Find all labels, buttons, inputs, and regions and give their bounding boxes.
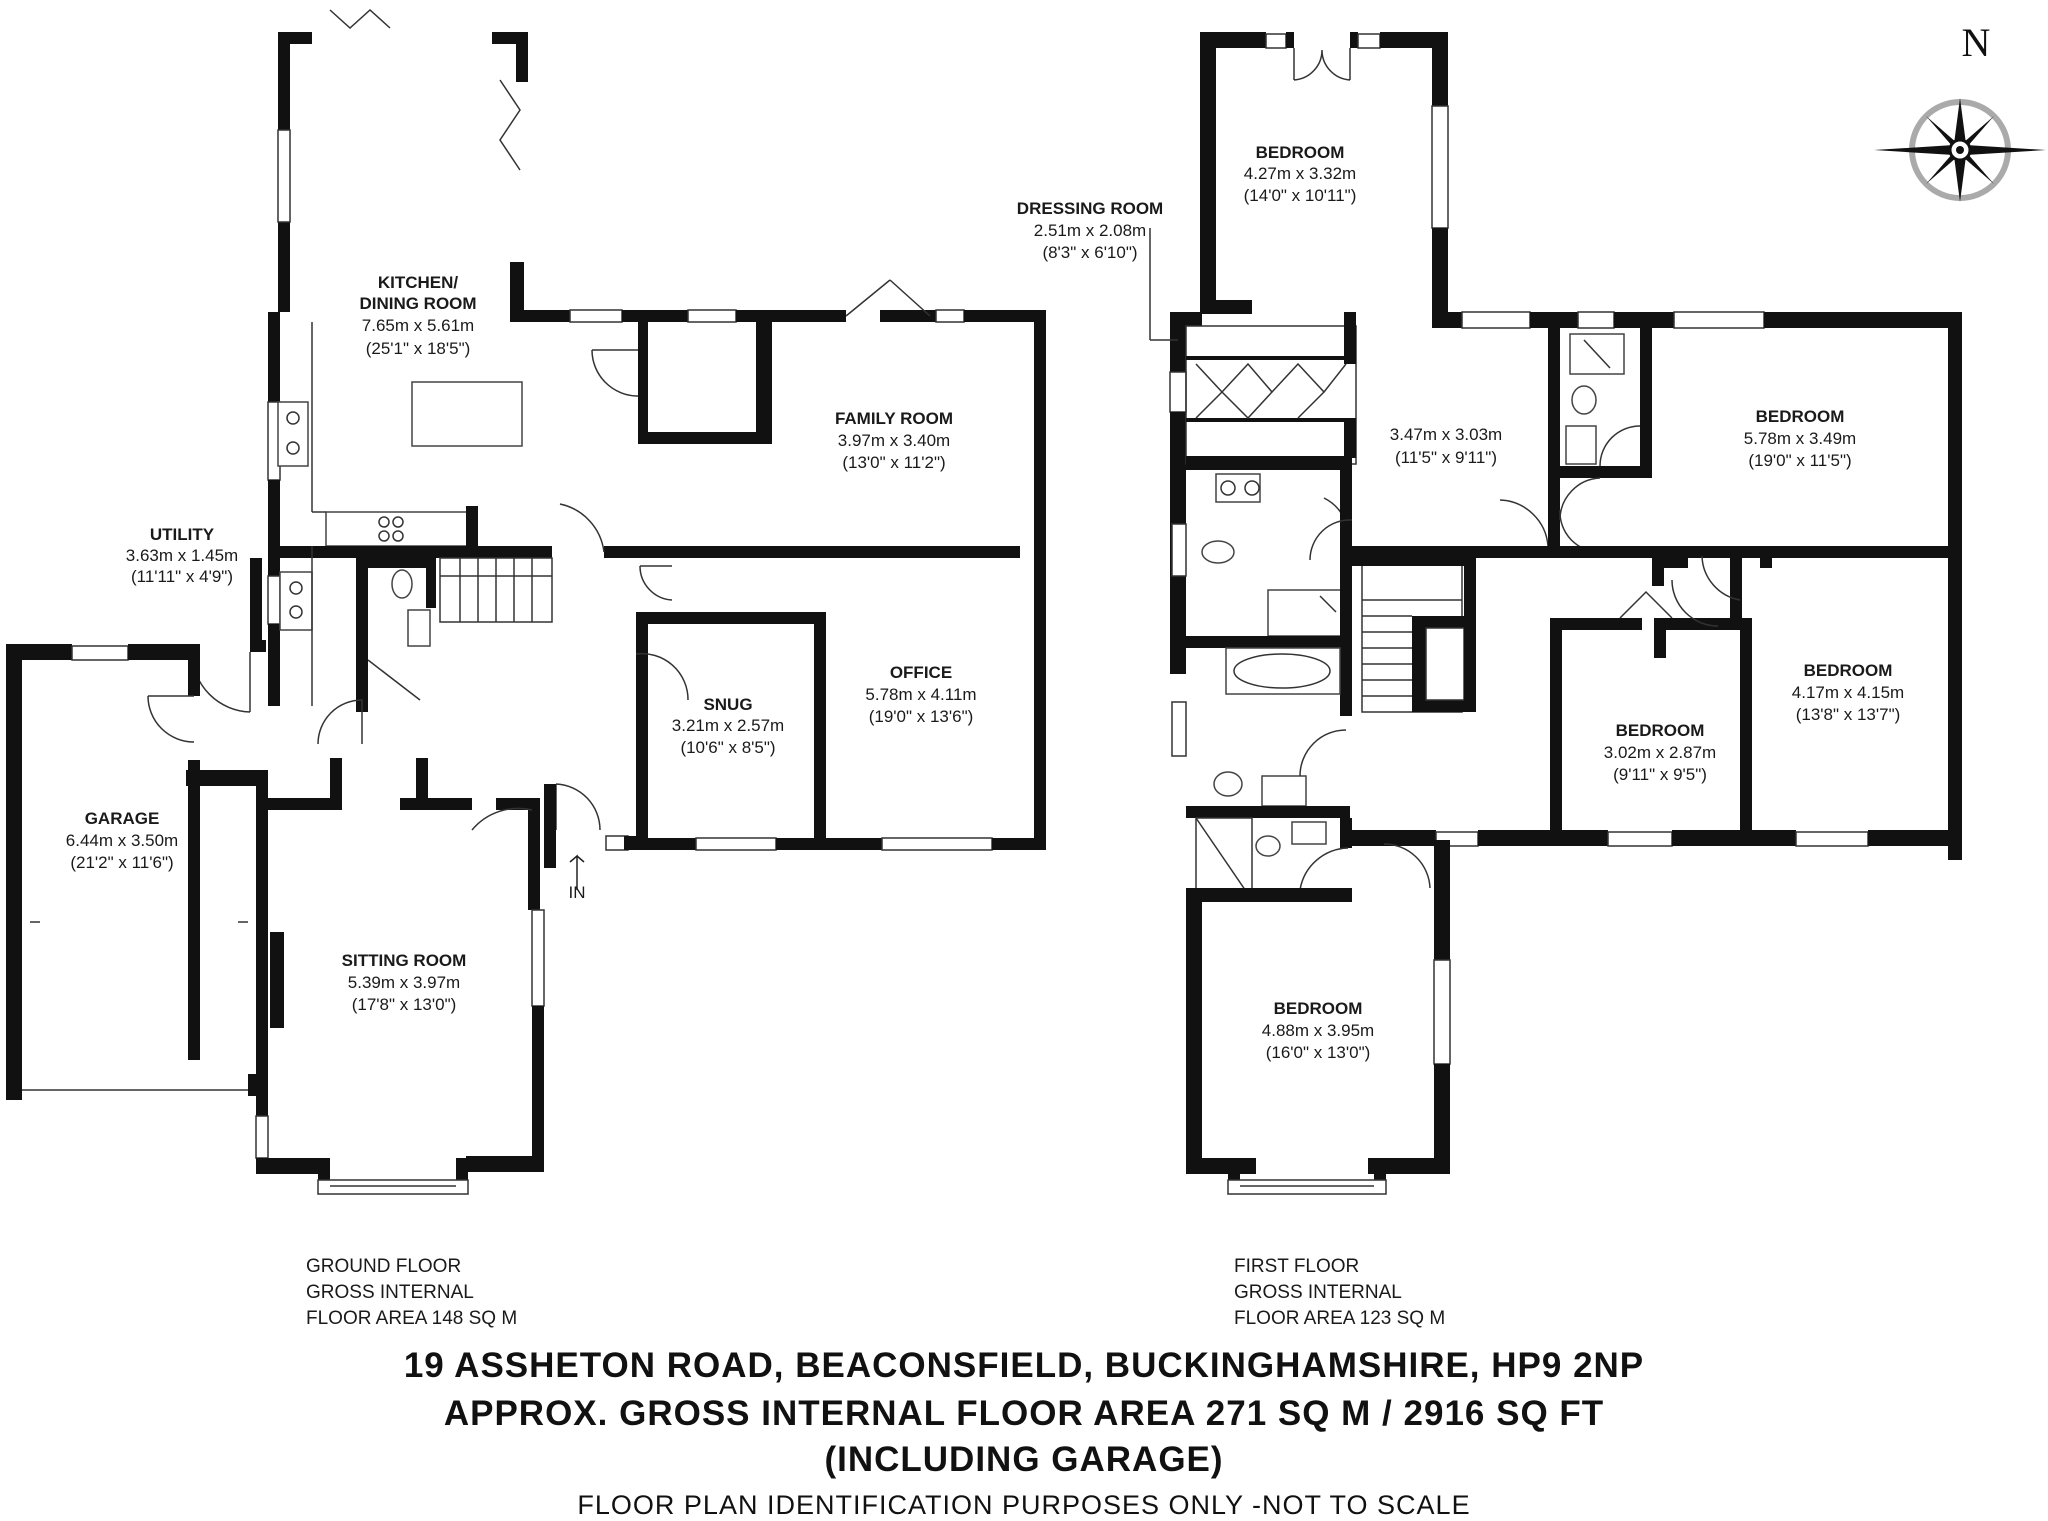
office-imperial: (19'0" x 13'6") bbox=[869, 707, 974, 726]
bed-bottom-imperial: (16'0" x 13'0") bbox=[1266, 1043, 1371, 1062]
room-labels: KITCHEN/ DINING ROOM 7.65m x 5.61m (25'1… bbox=[66, 143, 1904, 1062]
ground-floor-caption: GROUND FLOOR GROSS INTERNAL FLOOR AREA 1… bbox=[306, 1256, 517, 1329]
area-title: APPROX. GROSS INTERNAL FLOOR AREA 271 SQ… bbox=[443, 1394, 1605, 1433]
kitchen-imperial: (25'1" x 18'5") bbox=[366, 339, 471, 358]
bed-top-name: BEDROOM bbox=[1256, 143, 1345, 162]
bed-right-top-imperial: (19'0" x 11'5") bbox=[1748, 451, 1851, 470]
kitchen-name-2: DINING ROOM bbox=[359, 294, 476, 313]
dressing-imperial: (8'3" x 6'10") bbox=[1042, 243, 1137, 262]
bed-right-top-name: BEDROOM bbox=[1756, 407, 1845, 426]
first-floor-plan bbox=[1149, 32, 1962, 1195]
landing-imperial: (11'5" x 9'11") bbox=[1395, 448, 1497, 467]
landing-metric: 3.47m x 3.03m bbox=[1390, 425, 1502, 444]
bed-right-bottom-imperial: (13'8" x 13'7") bbox=[1796, 705, 1901, 724]
snug-imperial: (10'6" x 8'5") bbox=[680, 738, 775, 757]
sitting-imperial: (17'8" x 13'0") bbox=[352, 995, 457, 1014]
office-metric: 5.78m x 4.11m bbox=[865, 685, 976, 704]
ground-floor-line-2: GROSS INTERNAL bbox=[306, 1282, 474, 1303]
utility-metric: 3.63m x 1.45m bbox=[126, 546, 238, 565]
bed-top-metric: 4.27m x 3.32m bbox=[1244, 164, 1356, 183]
bed-right-bottom-name: BEDROOM bbox=[1804, 661, 1893, 680]
bed-small-imperial: (9'11" x 9'5") bbox=[1613, 765, 1707, 784]
snug-name: SNUG bbox=[703, 695, 752, 714]
office-name: OFFICE bbox=[890, 663, 952, 682]
first-floor-caption: FIRST FLOOR GROSS INTERNAL FLOOR AREA 12… bbox=[1234, 1256, 1445, 1329]
ground-floor-line-1: GROUND FLOOR bbox=[306, 1256, 461, 1277]
garage-name: GARAGE bbox=[85, 809, 160, 828]
kitchen-metric: 7.65m x 5.61m bbox=[362, 316, 474, 335]
bed-right-bottom-metric: 4.17m x 4.15m bbox=[1792, 683, 1904, 702]
bed-bottom-metric: 4.88m x 3.95m bbox=[1262, 1021, 1374, 1040]
bed-bottom-name: BEDROOM bbox=[1274, 999, 1363, 1018]
utility-name: UTILITY bbox=[150, 525, 215, 544]
dressing-name: DRESSING ROOM bbox=[1017, 199, 1163, 218]
including-garage-title: (INCLUDING GARAGE) bbox=[824, 1440, 1224, 1479]
compass-icon: N bbox=[1874, 20, 2046, 202]
first-floor-line-2: GROSS INTERNAL bbox=[1234, 1282, 1402, 1303]
family-metric: 3.97m x 3.40m bbox=[838, 431, 950, 450]
family-name: FAMILY ROOM bbox=[835, 409, 953, 428]
disclaimer-text: FLOOR PLAN IDENTIFICATION PURPOSES ONLY … bbox=[577, 1490, 1471, 1520]
sitting-name: SITTING ROOM bbox=[342, 951, 467, 970]
bed-small-metric: 3.02m x 2.87m bbox=[1604, 743, 1716, 762]
bed-right-top-metric: 5.78m x 3.49m bbox=[1744, 429, 1856, 448]
first-floor-line-3: FLOOR AREA 123 SQ M bbox=[1234, 1308, 1445, 1329]
bed-small-name: BEDROOM bbox=[1616, 721, 1705, 740]
utility-imperial: (11'11" x 4'9") bbox=[131, 567, 233, 586]
garage-metric: 6.44m x 3.50m bbox=[66, 831, 178, 850]
kitchen-name-1: KITCHEN/ bbox=[378, 273, 459, 292]
first-floor-line-1: FIRST FLOOR bbox=[1234, 1256, 1359, 1277]
ground-floor-plan: IN bbox=[6, 8, 1046, 1195]
compass-north-label: N bbox=[1962, 20, 1991, 65]
entrance-label: IN bbox=[569, 883, 586, 902]
bed-top-imperial: (14'0" x 10'11") bbox=[1244, 186, 1357, 205]
garage-imperial: (21'2" x 11'6") bbox=[70, 853, 173, 872]
ground-floor-line-3: FLOOR AREA 148 SQ M bbox=[306, 1308, 517, 1329]
address-title: 19 ASSHETON ROAD, BEACONSFIELD, BUCKINGH… bbox=[403, 1346, 1645, 1385]
snug-metric: 3.21m x 2.57m bbox=[672, 716, 784, 735]
family-imperial: (13'0" x 11'2") bbox=[842, 453, 945, 472]
sitting-metric: 5.39m x 3.97m bbox=[348, 973, 460, 992]
dressing-metric: 2.51m x 2.08m bbox=[1034, 221, 1146, 240]
